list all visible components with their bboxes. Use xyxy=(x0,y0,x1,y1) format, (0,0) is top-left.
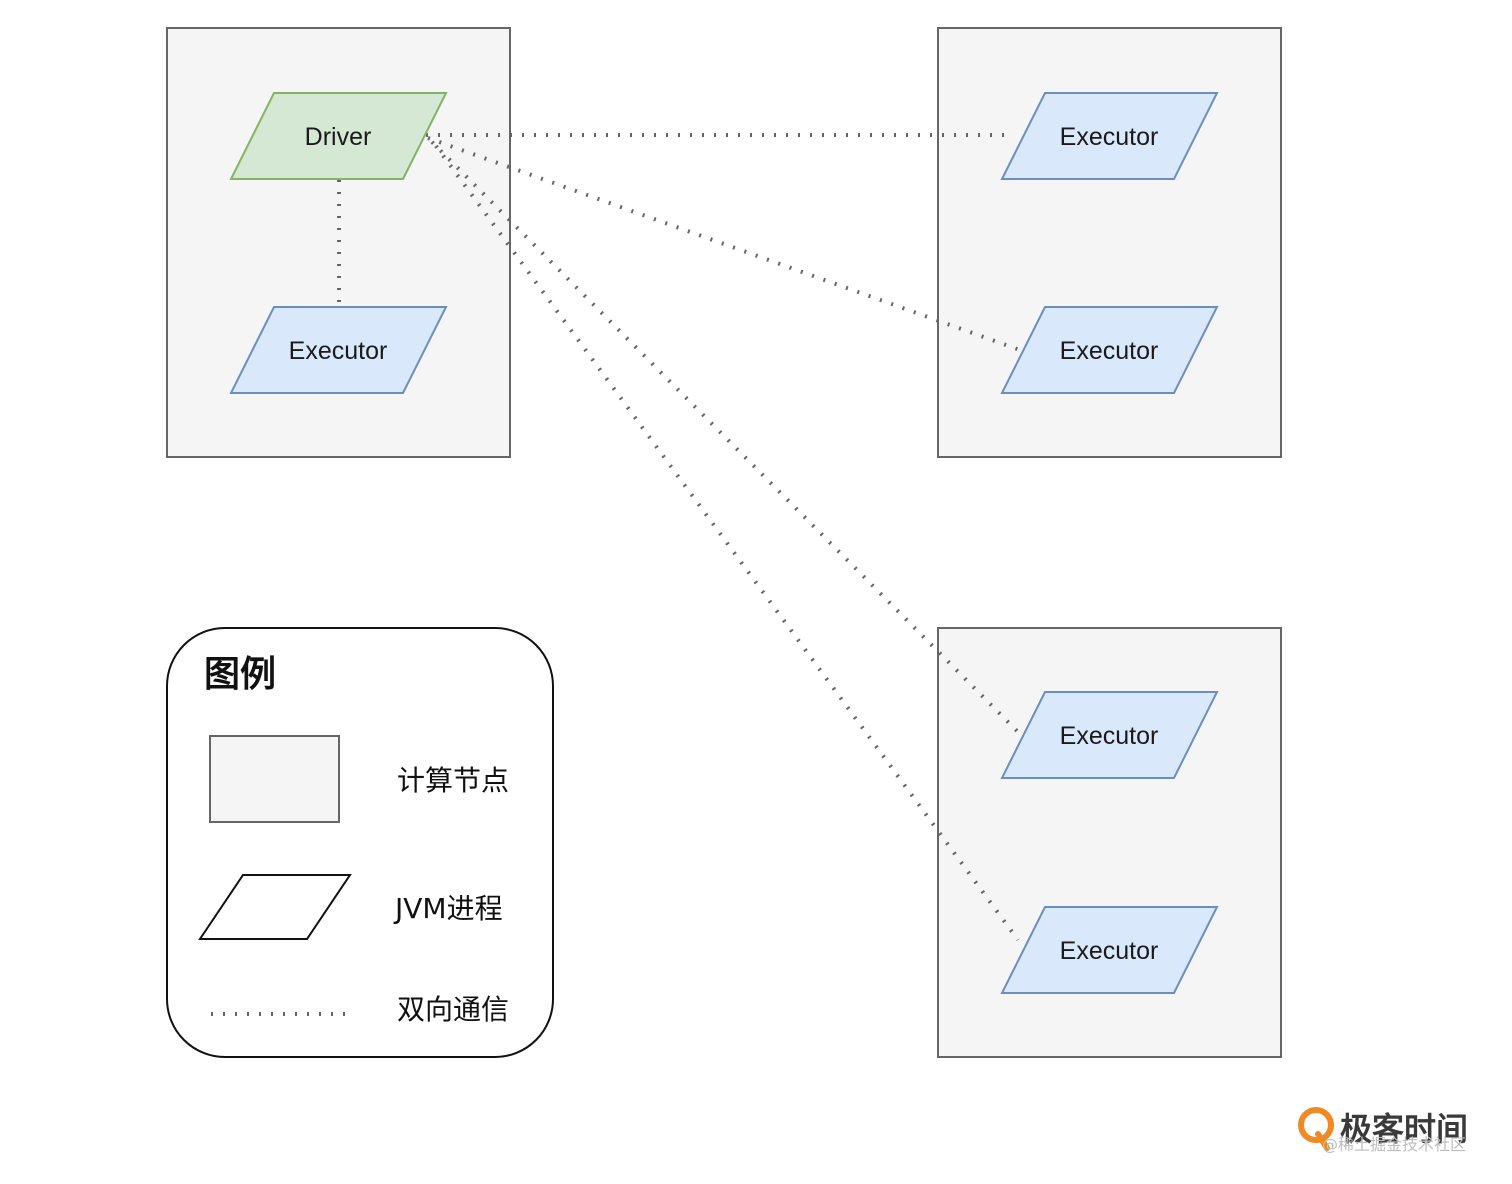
executor-shape xyxy=(1000,691,1219,779)
watermark: 极客时间 @稀土掘金技术社区 xyxy=(1298,1107,1468,1154)
executor-label: Executor xyxy=(1060,123,1159,151)
executor-shape xyxy=(1000,906,1219,994)
legend-compute-node-swatch xyxy=(209,735,340,823)
link-driver-executor-4 xyxy=(434,144,1020,942)
executor-label: Executor xyxy=(289,337,388,365)
legend: 图例 计算节点 JVM进程 双向通信 xyxy=(166,627,554,1058)
legend-jvm-swatch xyxy=(198,874,352,940)
executor-process-worker1-a: Executor xyxy=(1000,92,1219,180)
executor-label: Executor xyxy=(1060,937,1159,965)
legend-bidirectional-label: 双向通信 xyxy=(397,993,509,1026)
driver-label: Driver xyxy=(305,123,372,151)
brand-logo-stroke xyxy=(1315,1131,1330,1151)
watermark-sub: @稀土掘金技术社区 xyxy=(1322,1135,1466,1154)
link-driver-executor-2 xyxy=(427,136,1021,352)
executor-process-worker2-a: Executor xyxy=(1000,691,1219,779)
legend-jvm-label: JVM进程 xyxy=(393,892,503,925)
brand-logo-icon xyxy=(1298,1107,1334,1143)
driver-process: Driver xyxy=(229,92,448,180)
watermark-brand: 极客时间 xyxy=(1340,1110,1468,1148)
executor-process-worker2-b: Executor xyxy=(1000,906,1219,994)
executor-shape xyxy=(1000,306,1219,394)
executor-label: Executor xyxy=(1060,722,1159,750)
executor-process-local: Executor xyxy=(229,306,448,394)
executor-process-worker1-b: Executor xyxy=(1000,306,1219,394)
legend-compute-node-label: 计算节点 xyxy=(397,764,509,797)
executor-label: Executor xyxy=(1060,337,1159,365)
executor-shape xyxy=(1000,92,1219,180)
driver-shape xyxy=(229,92,448,180)
legend-title: 图例 xyxy=(204,654,276,695)
executor-shape xyxy=(229,306,448,394)
communication-links xyxy=(337,133,1022,942)
